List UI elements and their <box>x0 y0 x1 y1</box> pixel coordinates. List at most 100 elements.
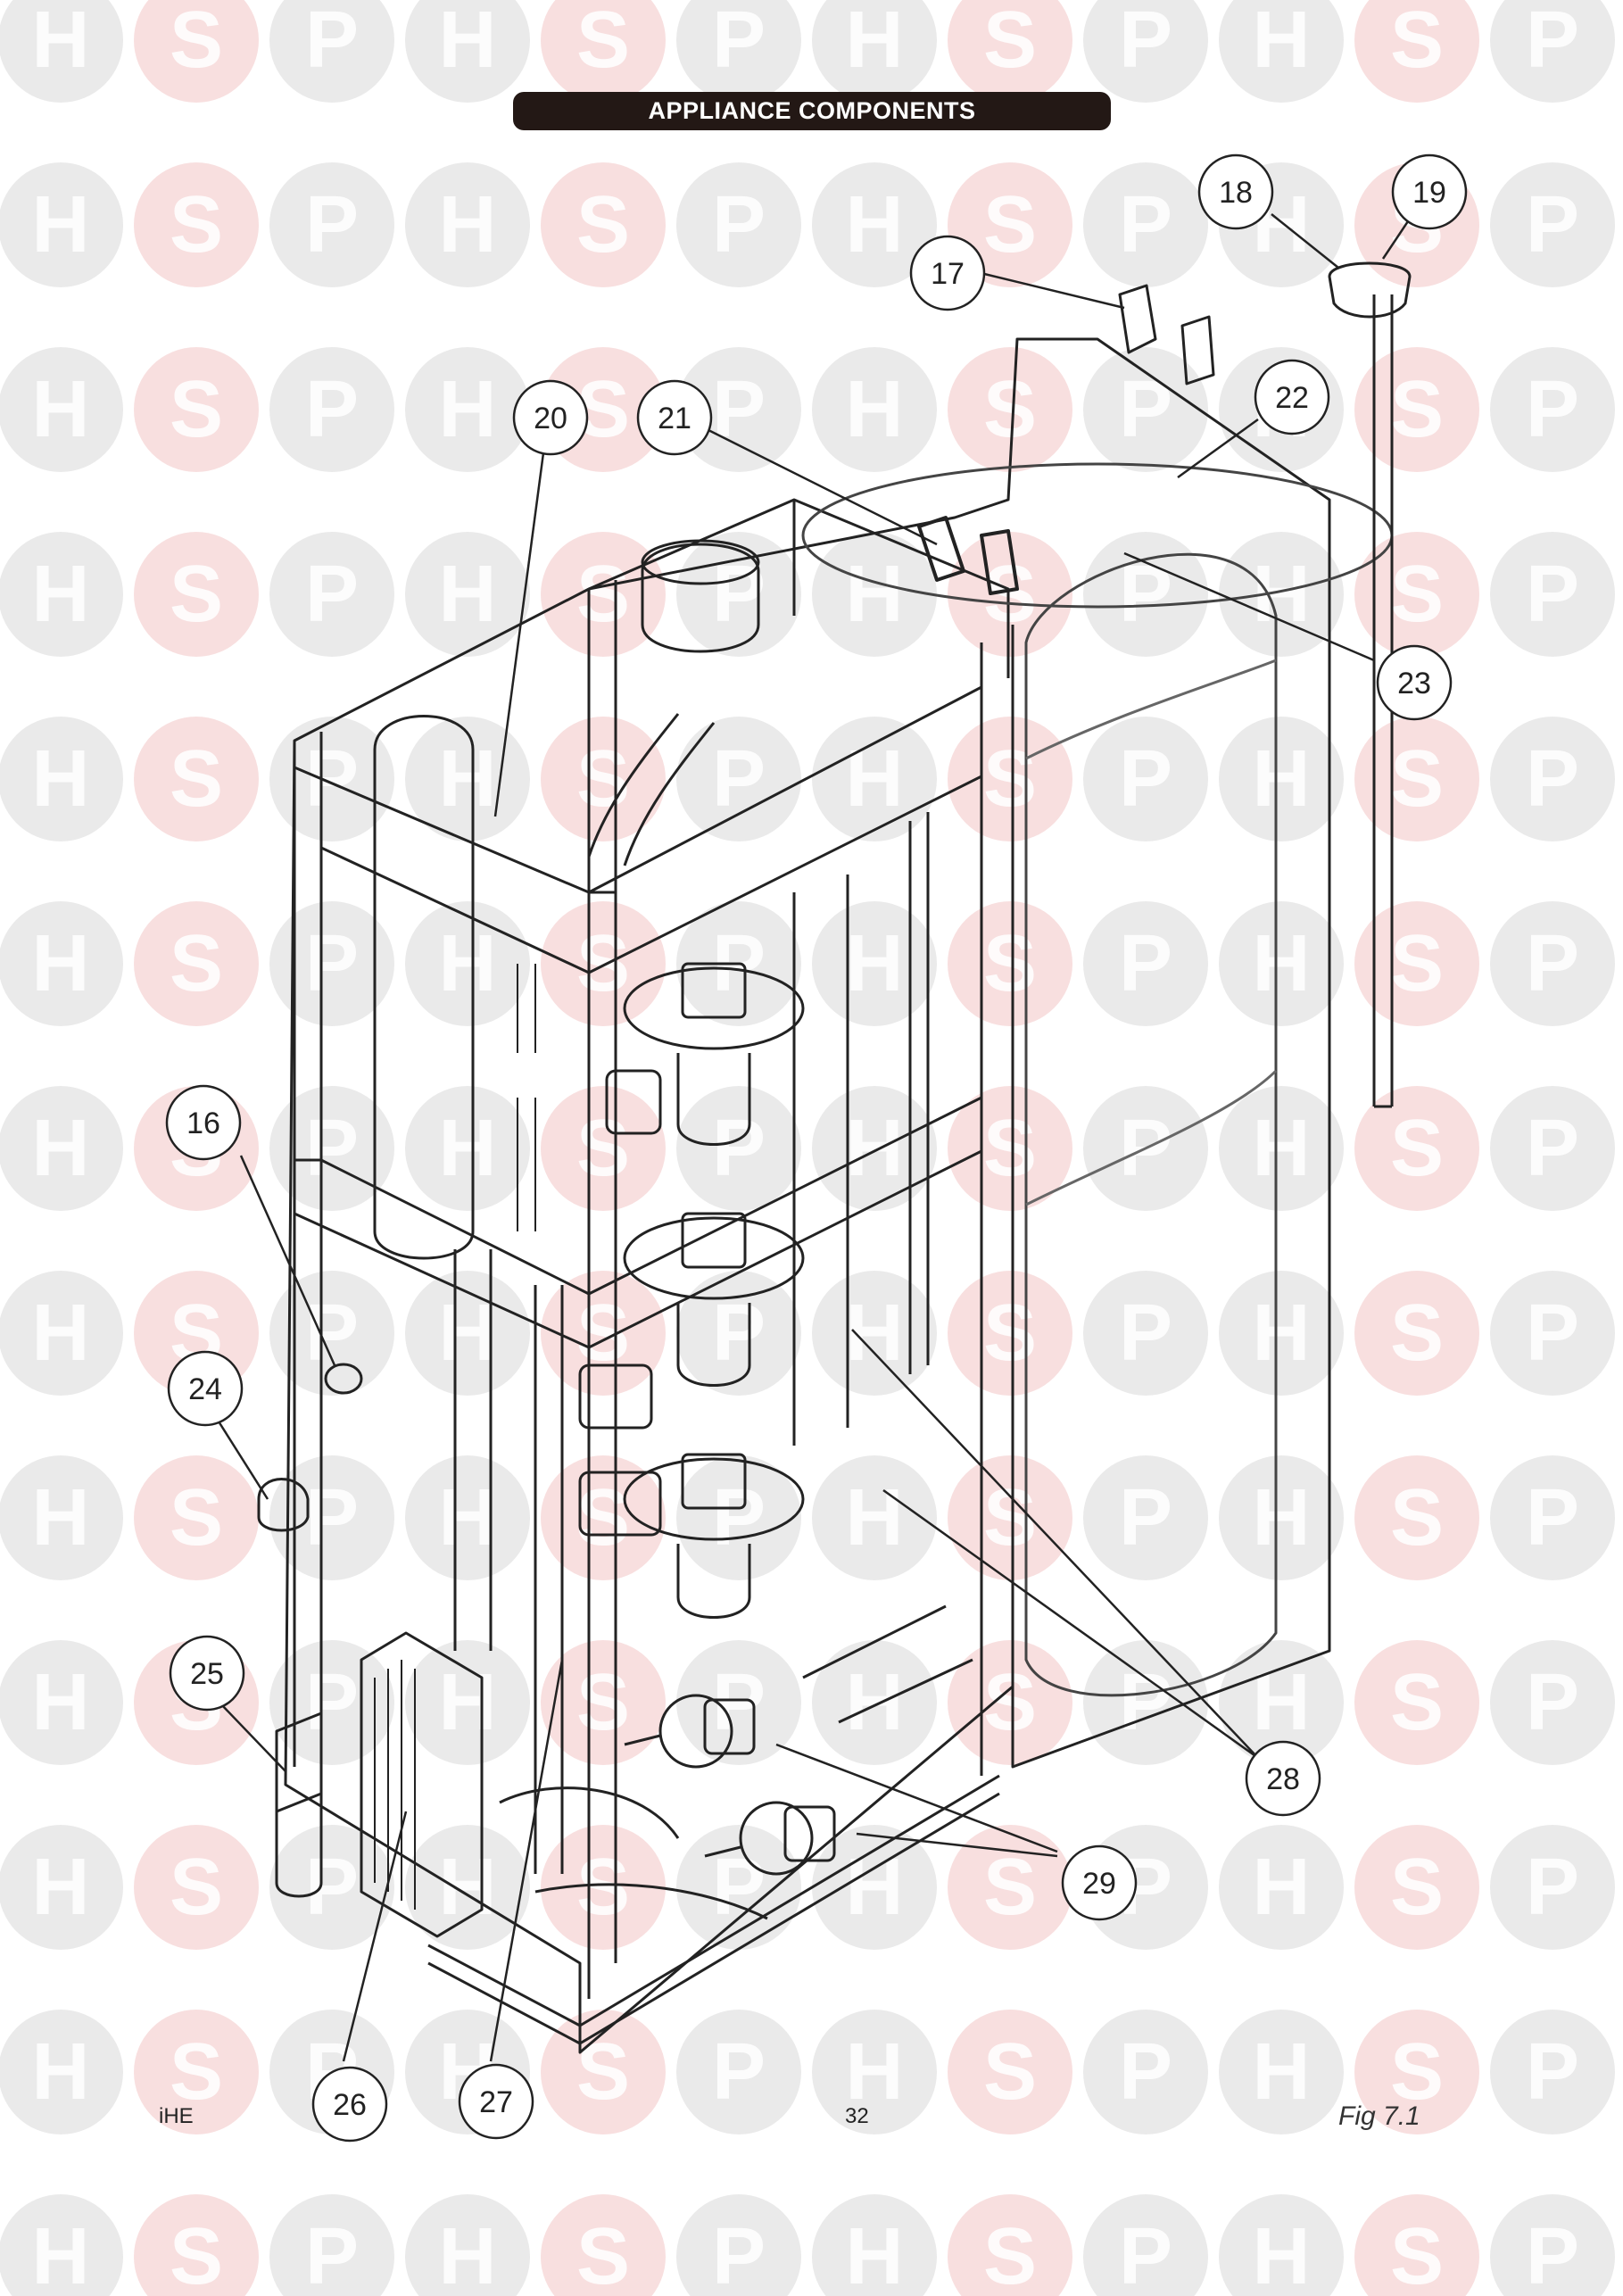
watermark-cell: S <box>134 2010 259 2134</box>
watermark-circle <box>676 1640 801 1765</box>
watermark-circle <box>1354 2194 1479 2296</box>
page-number: 32 <box>845 2104 869 2128</box>
watermark-cell: P <box>1490 162 1615 287</box>
watermark-letter: H <box>1253 1843 1311 1932</box>
watermark-letter: H <box>32 2212 90 2296</box>
watermark-cell: S <box>134 347 259 472</box>
frame-front-left-post <box>293 732 323 1767</box>
watermark-circle <box>541 532 666 657</box>
watermark-letter: S <box>576 1473 630 1562</box>
watermark-cell: H <box>405 347 530 472</box>
watermark-circle <box>676 1086 801 1211</box>
callout-number: 16 <box>186 1107 220 1140</box>
watermark-cell: P <box>269 532 394 657</box>
watermark-circle <box>541 162 666 287</box>
tank-band-1 <box>1025 1069 1278 1206</box>
callout-circle <box>1254 359 1330 435</box>
watermark-cell: H <box>812 2010 937 2134</box>
watermark-cell: S <box>134 162 259 287</box>
callout-circle <box>1391 153 1468 230</box>
callout-18: 18 <box>1197 153 1274 230</box>
watermark-cell: P <box>1490 1640 1615 1765</box>
watermark-cell: H <box>405 532 530 657</box>
fan-module-1 <box>605 1069 662 1135</box>
leader-lines <box>212 213 1412 2062</box>
watermark-letter: H <box>439 2212 497 2296</box>
watermark-cell: P <box>676 347 801 472</box>
watermark-letter: P <box>1119 1658 1172 1747</box>
watermark-cell: H <box>405 1640 530 1765</box>
watermark-circle <box>812 1086 937 1211</box>
tank-flange-cap <box>1328 261 1412 319</box>
watermark-letter: P <box>1119 919 1172 1008</box>
watermark-circle <box>134 2010 259 2134</box>
watermark-cell: H <box>1219 1271 1344 1396</box>
watermark-cell: H <box>405 2194 530 2296</box>
watermark-circle <box>0 0 123 103</box>
watermark-letter: S <box>576 1104 630 1193</box>
watermark-circle <box>948 2010 1072 2134</box>
callout-number: 26 <box>333 2088 367 2122</box>
frame-outline <box>284 337 1331 2054</box>
watermark-letter: H <box>439 550 497 639</box>
watermark-letter: P <box>1119 180 1172 269</box>
callout-circle <box>512 379 589 456</box>
watermark-cell: H <box>0 0 123 103</box>
leader-18 <box>1271 213 1339 269</box>
watermark-letter: H <box>1253 2027 1311 2117</box>
drain-plug-16 <box>324 1363 363 1395</box>
watermark-circle <box>134 2194 259 2296</box>
frame-mid-rail <box>294 1096 982 1349</box>
base-plate <box>427 1774 1000 2045</box>
watermark-circle <box>812 1455 937 1580</box>
watermark-letter: S <box>576 2027 630 2117</box>
watermark-circle <box>134 0 259 103</box>
leader-17 <box>976 270 1125 310</box>
watermark-letter: H <box>32 1473 90 1562</box>
watermark-cell: P <box>676 1640 801 1765</box>
watermark-cell: H <box>405 1825 530 1950</box>
watermark-circle <box>1490 162 1615 287</box>
watermark-cell: P <box>1490 2194 1615 2296</box>
watermark-circle <box>812 532 937 657</box>
watermark-circle <box>948 2194 1072 2296</box>
watermark-letter: S <box>576 734 630 824</box>
watermark-cell: S <box>134 0 259 103</box>
sensor-fitting-a <box>1118 284 1157 354</box>
watermark-cell: P <box>1083 347 1208 472</box>
watermark-cell: H <box>0 347 123 472</box>
watermark-letter: P <box>305 1104 359 1193</box>
watermark-letter: H <box>32 919 90 1008</box>
watermark-letter: S <box>983 1289 1037 1378</box>
watermark-letter: P <box>305 1843 359 1932</box>
leader-29b <box>856 1832 1058 1858</box>
watermark-circle <box>269 347 394 472</box>
callout-circle <box>909 235 986 311</box>
watermark-circle <box>676 162 801 287</box>
watermark-cell: H <box>812 347 937 472</box>
watermark-circle <box>134 1455 259 1580</box>
watermark-cell: P <box>676 162 801 287</box>
watermark-letter: P <box>1119 2027 1172 2117</box>
watermark-cell: P <box>1083 2010 1208 2134</box>
watermark-circle <box>1354 1825 1479 1950</box>
watermark-cell: S <box>134 1455 259 1580</box>
watermark-circle <box>1490 901 1615 1026</box>
watermark-cell: P <box>1083 532 1208 657</box>
watermark-circle <box>0 162 123 287</box>
watermark-cell: P <box>1083 901 1208 1026</box>
watermark-letter: H <box>439 180 497 269</box>
watermark-circle <box>1219 901 1344 1026</box>
watermark-circle <box>676 532 801 657</box>
watermark-letter: H <box>846 180 904 269</box>
watermark-circle <box>405 901 530 1026</box>
watermark-letter: H <box>1253 0 1311 85</box>
watermark-letter: S <box>983 1473 1037 1562</box>
watermark-cell: S <box>948 2010 1072 2134</box>
watermark-circle <box>812 162 937 287</box>
watermark-cell: P <box>1083 717 1208 841</box>
watermark-letter: H <box>1253 1104 1311 1193</box>
watermark-circle <box>1083 901 1208 1026</box>
pipe-vertical-1 <box>792 874 849 1446</box>
